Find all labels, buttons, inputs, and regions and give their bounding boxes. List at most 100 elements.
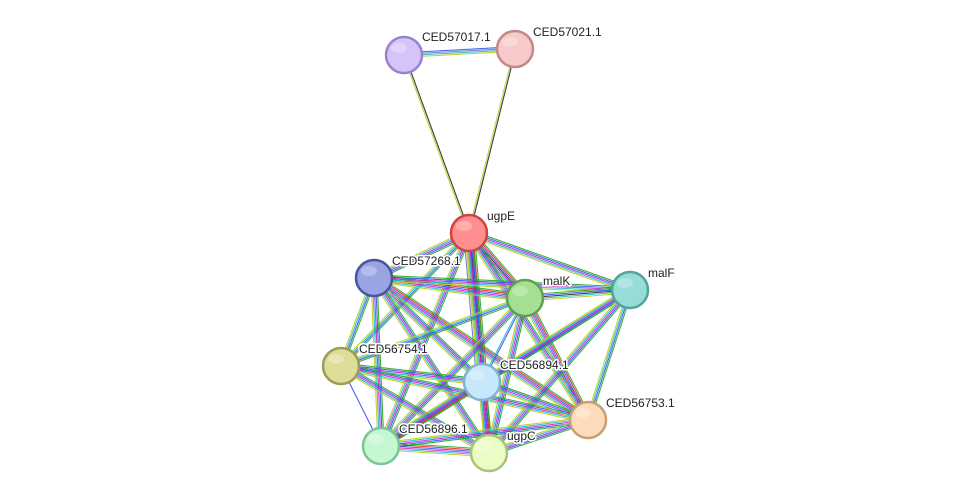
node-circle[interactable] xyxy=(462,362,502,402)
edge-line-fusion xyxy=(526,296,591,420)
edge-malK-CED56753.1[interactable] xyxy=(521,295,592,423)
edge-line-textmining xyxy=(340,368,483,386)
node-circle[interactable] xyxy=(361,426,401,466)
edge-line-neighborhood xyxy=(340,362,483,380)
edge-line-neighborhood xyxy=(375,275,493,452)
edge-CED57021.1-ugpE[interactable] xyxy=(467,48,517,234)
node-circle[interactable] xyxy=(568,400,608,440)
node-highlight xyxy=(469,370,485,380)
node-label: malF xyxy=(648,266,675,280)
edge-line-databases xyxy=(339,366,489,455)
node-malK[interactable]: malK xyxy=(505,273,572,318)
edge-line-databases xyxy=(467,233,631,292)
edge-CED57017.1-ugpE[interactable] xyxy=(402,54,471,234)
edge-ugpE-malF[interactable] xyxy=(467,229,632,294)
edge-line-experiments xyxy=(373,277,631,291)
edge-line-neighborhood xyxy=(527,295,592,419)
node-highlight xyxy=(368,434,384,444)
node-ugpE[interactable]: ugpE xyxy=(449,208,517,253)
node-highlight xyxy=(456,221,472,231)
node-circle[interactable] xyxy=(321,346,361,386)
edge-malF-CED56753.1[interactable] xyxy=(585,288,633,422)
edge-line-textmining xyxy=(338,368,489,457)
edge-line-experiments xyxy=(468,232,631,291)
edge-line-databases xyxy=(467,233,588,422)
edge-line-neighborhood xyxy=(341,362,492,451)
edge-line-databases xyxy=(340,366,483,385)
edge-line-databases xyxy=(373,279,526,301)
node-malF[interactable]: malF xyxy=(610,265,676,310)
edge-CED57268.1-CED56896.1[interactable] xyxy=(370,277,385,447)
node-CED56896.1[interactable]: CED56896.1 xyxy=(361,421,470,466)
node-label: CED57021.1 xyxy=(533,25,602,39)
edge-line-textmining xyxy=(378,378,481,444)
edge-line-neighborhood xyxy=(382,299,528,449)
node-CED56894.1[interactable]: CED56894.1 xyxy=(462,357,571,402)
node-circle[interactable] xyxy=(610,270,650,310)
node-highlight xyxy=(512,286,528,296)
node-CED57268.1[interactable]: CED57268.1 xyxy=(354,253,463,298)
edge-line-experiments xyxy=(373,277,490,454)
node-ugpC[interactable]: ugpC xyxy=(469,428,538,473)
edge-line-textmining xyxy=(464,232,479,383)
edge-line-databases xyxy=(487,288,630,453)
edge-line-cooccurrence xyxy=(588,289,632,421)
node-CED56754.1[interactable]: CED56754.1 xyxy=(321,341,430,386)
node-circle[interactable] xyxy=(495,29,535,69)
edge-line-databases xyxy=(586,289,630,421)
edge-line-neighborhood xyxy=(382,384,485,450)
edge-line-experiments xyxy=(380,297,526,447)
node-circle[interactable] xyxy=(449,213,489,253)
edge-CED57268.1-malF[interactable] xyxy=(373,274,631,294)
edge-line-experiments xyxy=(373,277,382,447)
node-highlight xyxy=(502,37,518,47)
node-CED57017.1[interactable]: CED57017.1 xyxy=(384,29,493,75)
node-circle[interactable] xyxy=(354,258,394,298)
edge-line-experiments xyxy=(380,380,483,446)
edge-line-databases xyxy=(372,278,489,455)
edge-line-textmining xyxy=(373,280,631,294)
edge-line-neighborhood xyxy=(469,229,632,288)
edge-line-experiments xyxy=(488,297,526,454)
node-highlight xyxy=(328,354,344,364)
edge-line-textmining xyxy=(380,416,589,444)
edge-line-coexpression xyxy=(404,54,471,234)
edge-line-databases xyxy=(372,279,588,423)
edge-malK-CED56896.1[interactable] xyxy=(378,295,528,449)
node-highlight xyxy=(617,278,633,288)
node-highlight xyxy=(361,266,377,276)
edge-line-textmining xyxy=(465,234,587,423)
node-circle[interactable] xyxy=(384,35,424,75)
edge-CED56754.1-CED56894.1[interactable] xyxy=(340,362,483,386)
edge-line-neighborhood xyxy=(373,274,631,288)
node-label: CED57268.1 xyxy=(392,254,461,268)
edge-line-textmining xyxy=(372,281,526,303)
edge-line-textmining xyxy=(467,48,515,234)
node-CED57021.1[interactable]: CED57021.1 xyxy=(495,24,604,69)
edge-line-cooccurrence xyxy=(340,363,483,382)
node-highlight xyxy=(575,408,591,418)
node-CED56753.1[interactable]: CED56753.1 xyxy=(568,395,677,440)
edge-line-textmining xyxy=(485,296,523,453)
node-circle[interactable] xyxy=(469,433,509,473)
edge-line-textmining xyxy=(585,288,629,420)
edge-malK-CED56754.1[interactable] xyxy=(339,295,527,369)
edge-line-textmining xyxy=(402,54,469,234)
edge-line-databases xyxy=(379,231,469,446)
edge-line-neighborhood xyxy=(383,233,473,448)
edge-CED57268.1-ugpC[interactable] xyxy=(370,275,493,456)
edge-line-cooccurrence xyxy=(374,276,491,453)
edge-line-experiments xyxy=(380,232,470,447)
edge-CED56894.1-CED56896.1[interactable] xyxy=(378,378,485,450)
node-label: CED56894.1 xyxy=(500,358,569,372)
edge-line-textmining xyxy=(339,295,525,365)
edge-line-cooccurrence xyxy=(525,297,590,421)
node-label: CED56896.1 xyxy=(399,422,468,436)
edge-line-databases xyxy=(380,417,589,446)
node-circle[interactable] xyxy=(505,278,545,318)
edge-line-fusion xyxy=(374,275,590,419)
edge-line-neighborhood xyxy=(341,299,527,369)
edge-line-cooccurrence xyxy=(373,275,631,290)
edge-line-databases xyxy=(379,379,482,445)
